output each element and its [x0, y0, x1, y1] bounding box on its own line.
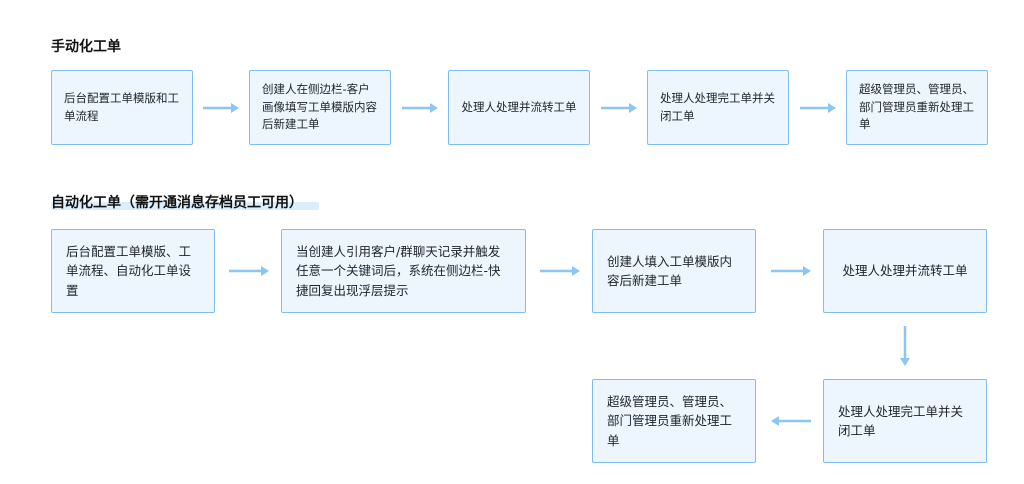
auto-step-4-label: 处理人处理并流转工单 — [842, 263, 968, 279]
auto-step-1: 后台配置工单模版、工单流程、自动化工单设置 — [51, 229, 215, 313]
manual-step-5-label: 超级管理员、管理员、部门管理员重新处理工单 — [859, 81, 974, 132]
manual-step-2-label: 创建人在侧边栏-客户画像填写工单模版内容后新建工单 — [262, 81, 377, 132]
manual-step-3: 处理人处理并流转工单 — [448, 70, 590, 145]
manual-step-4-label: 处理人处理完工单并关闭工单 — [660, 90, 775, 123]
auto-arrow-down — [900, 326, 910, 366]
auto-section-title: 自动化工单（需开通消息存档员工可用） — [51, 195, 303, 211]
manual-step-1: 后台配置工单模版和工单流程 — [51, 70, 193, 145]
auto-step-1-label: 后台配置工单模版、工单流程、自动化工单设置 — [66, 243, 192, 298]
manual-step-4: 处理人处理完工单并关闭工单 — [647, 70, 789, 145]
auto-title-highlight — [51, 202, 319, 210]
auto-arrow-1 — [229, 266, 269, 276]
auto-step-4: 处理人处理并流转工单 — [823, 229, 987, 313]
manual-arrow-3 — [601, 103, 637, 113]
auto-step-3-label: 创建人填入工单模版内容后新建工单 — [607, 253, 733, 288]
manual-step-3-label: 处理人处理并流转工单 — [461, 99, 577, 114]
auto-arrow-3 — [771, 266, 811, 276]
auto-step-5: 处理人处理完工单并关闭工单 — [823, 379, 987, 463]
auto-step-2: 当创建人引用客户/群聊天记录并触发任意一个关键词后，系统在侧边栏-快捷回复出现浮… — [281, 229, 526, 313]
manual-step-1-label: 后台配置工单模版和工单流程 — [64, 90, 179, 123]
auto-step-3: 创建人填入工单模版内容后新建工单 — [592, 229, 756, 313]
manual-section-title: 手动化工单 — [51, 39, 121, 55]
auto-step-6: 超级管理员、管理员、部门管理员重新处理工单 — [592, 379, 756, 463]
manual-step-2: 创建人在侧边栏-客户画像填写工单模版内容后新建工单 — [249, 70, 391, 145]
manual-arrow-2 — [402, 103, 438, 113]
auto-arrow-2 — [540, 266, 580, 276]
manual-arrow-1 — [203, 103, 239, 113]
auto-step-6-label: 超级管理员、管理员、部门管理员重新处理工单 — [607, 393, 733, 448]
manual-step-5: 超级管理员、管理员、部门管理员重新处理工单 — [846, 70, 988, 145]
auto-step-2-label: 当创建人引用客户/群聊天记录并触发任意一个关键词后，系统在侧边栏-快捷回复出现浮… — [296, 243, 501, 298]
manual-arrow-4 — [800, 103, 836, 113]
auto-step-5-label: 处理人处理完工单并关闭工单 — [838, 403, 964, 438]
auto-arrow-left — [771, 416, 811, 426]
